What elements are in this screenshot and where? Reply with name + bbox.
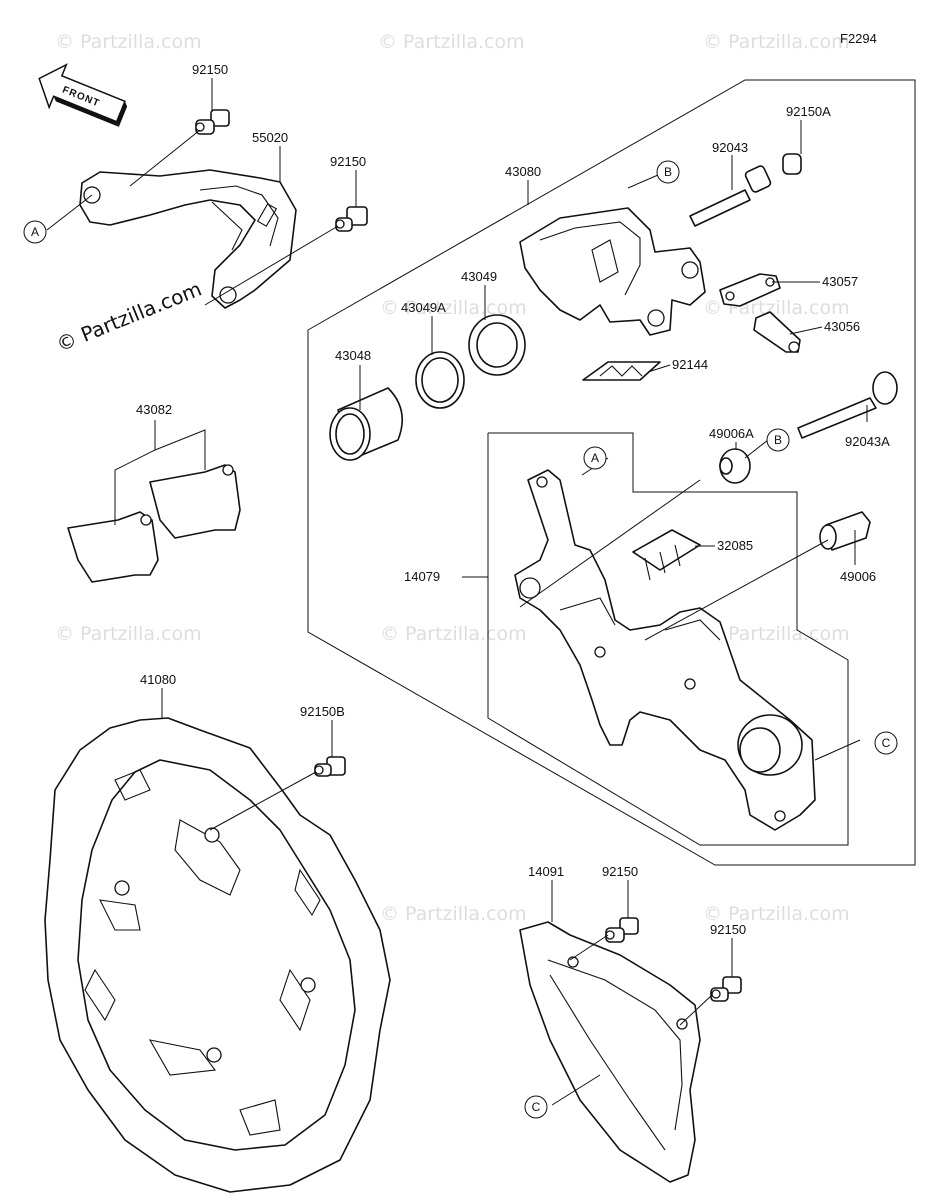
pin-92043: [689, 165, 772, 227]
part-number: 92043A: [845, 434, 890, 449]
boot-49006A: [719, 448, 751, 484]
part-number: 92150: [710, 922, 746, 937]
part-number: 32085: [717, 538, 753, 553]
part-number: 43056: [824, 319, 860, 334]
part-number: 43049: [461, 269, 497, 284]
part-number: 92150: [330, 154, 366, 169]
watermark: © Partzilla.com: [380, 297, 527, 319]
callout-b-bracket: B: [766, 428, 790, 452]
part-number: 49006: [840, 569, 876, 584]
svg-text:A: A: [31, 225, 39, 239]
bolt-92150-mid: [335, 206, 368, 232]
pad-spring-32085: [632, 529, 701, 581]
part-number: 55020: [252, 130, 288, 145]
bolt-92150-guard-2: [710, 976, 742, 1002]
callout-b-top: B: [656, 160, 680, 184]
seal-43049: [468, 314, 526, 376]
svg-text:B: B: [664, 165, 672, 179]
seal-43049A: [415, 351, 465, 409]
watermark: © Partzilla.com: [703, 903, 850, 925]
spring-92144: [582, 361, 661, 381]
cap-92150A: [782, 153, 802, 175]
bleeder-valve-43056: [753, 311, 801, 353]
brake-disc-41080: [44, 717, 391, 1193]
leader-lines: [46, 78, 868, 1106]
svg-text:B: B: [774, 433, 782, 447]
part-number: 43048: [335, 348, 371, 363]
part-number: 92144: [672, 357, 708, 372]
part-number: 14091: [528, 864, 564, 879]
part-number: 92150A: [786, 104, 831, 119]
part-labels: 92150 55020 92150 43080 92150A 92043 430…: [136, 62, 890, 937]
bracket-assembly-frame: [487, 432, 849, 846]
watermark: © Partzilla.com: [380, 903, 527, 925]
part-number: 92150: [192, 62, 228, 77]
part-number: 92150: [602, 864, 638, 879]
pin-92043A: [797, 371, 898, 439]
part-number: 92150B: [300, 704, 345, 719]
bracket-55020: [79, 169, 297, 309]
part-number: 92043: [712, 140, 748, 155]
caliper-bracket-14079: [514, 469, 816, 831]
part-number: 14079: [404, 569, 440, 584]
callout-c-bracket: C: [874, 731, 898, 755]
watermark: © Partzilla.com: [55, 31, 202, 53]
watermark: © Partzilla.com: [380, 623, 527, 645]
callout-c-guard: C: [524, 1095, 548, 1119]
part-number: 43057: [822, 274, 858, 289]
part-number: 41080: [140, 672, 176, 687]
watermark-large: © Partzilla.com: [53, 277, 205, 357]
caliper-assembly-frame: [307, 79, 916, 866]
front-arrow-icon: FRONT: [38, 63, 128, 127]
callout-a-bracket: A: [583, 446, 607, 470]
caliper-body-43080: [519, 207, 706, 336]
bolt-92150-guard-1: [605, 917, 639, 943]
brake-pads-43082: [67, 464, 241, 583]
disc-guard-14091: [519, 921, 701, 1183]
plate-43057: [719, 273, 781, 307]
bolt-92150B: [314, 756, 346, 777]
watermark: © Partzilla.com: [703, 31, 850, 53]
svg-text:A: A: [591, 451, 599, 465]
callout-a-left: A: [23, 220, 47, 244]
bolt-92150-top: [195, 109, 230, 135]
boot-49006: [819, 511, 871, 551]
part-number: 43049A: [401, 300, 446, 315]
part-number: 43080: [505, 164, 541, 179]
piston-43048: [329, 387, 404, 461]
part-number: 43082: [136, 402, 172, 417]
watermark: © Partzilla.com: [378, 31, 525, 53]
svg-text:C: C: [882, 736, 891, 750]
watermark: © Partzilla.com: [55, 623, 202, 645]
svg-text:C: C: [532, 1100, 541, 1114]
part-number: 49006A: [709, 426, 754, 441]
diagram-code: F2294: [840, 31, 877, 46]
